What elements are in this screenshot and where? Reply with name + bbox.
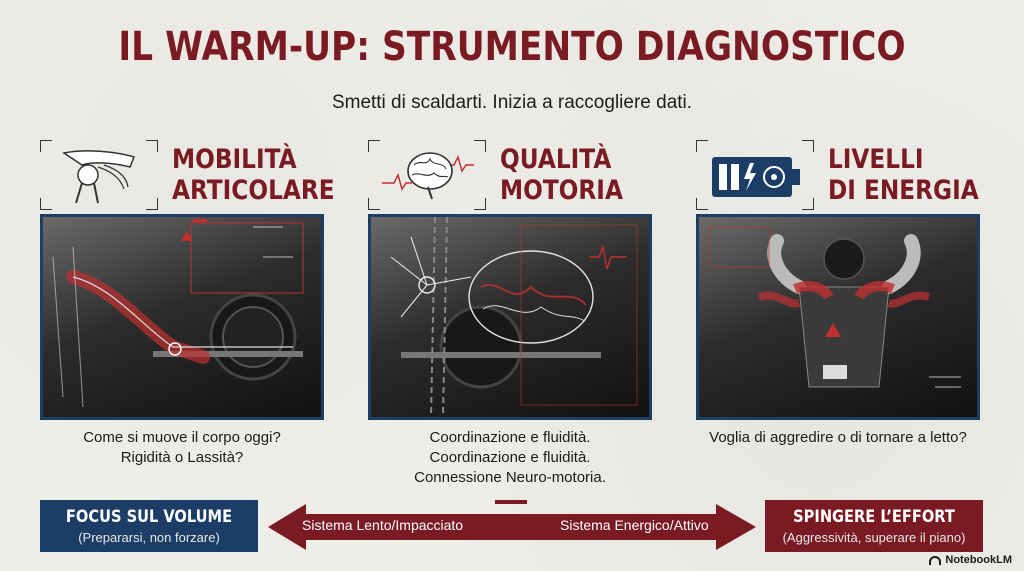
icon-frame: [696, 140, 814, 210]
icon-frame: [40, 140, 158, 210]
bottom-spectrum: FOCUS SUL VOLUME (Prepararsi, non forzar…: [0, 500, 1024, 556]
brain-icon: [382, 152, 474, 200]
notebooklm-icon: [929, 555, 942, 565]
slide-title: IL WARM-UP: STRUMENTO DIAGNOSTICO: [118, 24, 906, 70]
photo-flexing-athlete: [696, 214, 980, 420]
photo-brain-neurons: [368, 214, 652, 420]
column-mobilita: MOBILITÀ ARTICOLARE Come si muove il cor…: [40, 136, 340, 496]
column-title: QUALITÀ MOTORIA: [500, 144, 623, 206]
slide-subtitle: Smetti di scaldarti. Inizia a raccoglier…: [331, 92, 693, 113]
battery-icon: [712, 157, 800, 197]
arrow-right-label: Sistema Energico/Attivo: [560, 517, 709, 533]
spingere-effort-box: SPINGERE L’EFFORT (Aggressività, superar…: [765, 500, 983, 552]
column-caption: Coordinazione e fluidità. Coordinazione …: [414, 429, 606, 486]
column-title: MOBILITÀ ARTICOLARE: [172, 144, 335, 206]
column-caption: Come si muove il corpo oggi? Rigidità o …: [83, 429, 281, 466]
double-arrow: [268, 500, 756, 550]
column-energia: LIVELLI DI ENERGIA Voglia di aggredire o…: [696, 136, 996, 496]
shoulder-joint-icon: [62, 150, 136, 204]
photo-arm-barbell: [40, 214, 324, 420]
column-title: LIVELLI DI ENERGIA: [828, 144, 979, 206]
icon-frame: [368, 140, 486, 210]
column-caption: Voglia di aggredire o di tornare a letto…: [709, 429, 967, 446]
notebooklm-logo: NotebookLM: [929, 554, 1012, 566]
focus-volume-box: FOCUS SUL VOLUME (Prepararsi, non forzar…: [40, 500, 258, 552]
arrow-left-label: Sistema Lento/Impacciato: [302, 517, 464, 533]
column-qualita: QUALITÀ MOTORIA Coordinazione e fluidità…: [368, 136, 668, 496]
